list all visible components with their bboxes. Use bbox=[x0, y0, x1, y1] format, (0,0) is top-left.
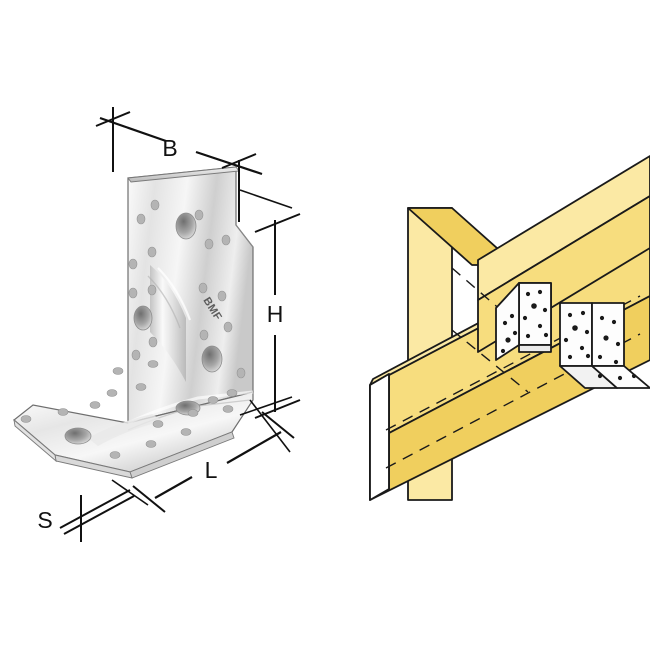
bracket-base-holes bbox=[20, 360, 238, 459]
dimension-h bbox=[239, 189, 301, 419]
dimension-label-l: L bbox=[205, 457, 218, 483]
installation-bracket-1 bbox=[495, 282, 552, 361]
dimension-b bbox=[95, 107, 263, 222]
dimension-label-s: S bbox=[37, 507, 52, 533]
installation-bracket-2 bbox=[559, 302, 650, 389]
dimension-label-h: H bbox=[267, 301, 284, 327]
dimension-s bbox=[59, 489, 135, 542]
bracket-vertical-holes bbox=[128, 199, 246, 379]
dimension-label-b: B bbox=[162, 135, 177, 161]
dimension-l bbox=[111, 399, 295, 513]
